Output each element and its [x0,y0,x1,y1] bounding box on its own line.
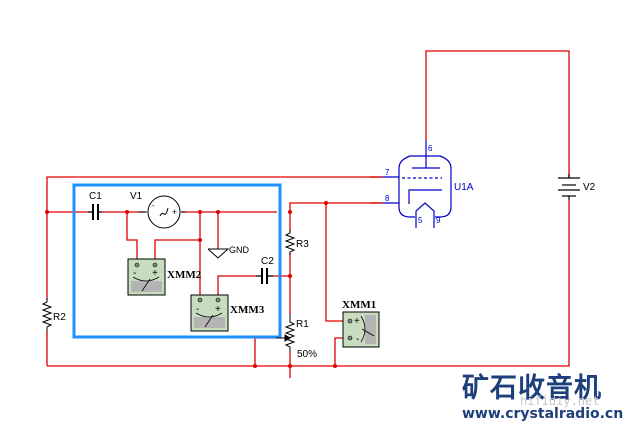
v1-label: V1 [130,191,143,202]
u1a-pin-7: 7 [385,168,390,177]
highlight-box [72,183,282,339]
r1-label: R1 [296,319,309,330]
capacitor-c1[interactable] [88,204,102,220]
ground-symbol [207,248,230,259]
potentiometer-r1[interactable] [276,314,296,352]
wire-xmm3-plus[interactable] [217,275,256,295]
watermark-url: www.crystalradio.cn [462,406,623,422]
wire-r1-wiper[interactable] [254,337,276,366]
ac-source-v1[interactable] [138,195,186,229]
u1a-pin-8: 8 [385,194,390,203]
u1a-pin-9: 9 [436,216,441,225]
c1-label: C1 [89,191,102,202]
v1-plus: + [172,207,177,217]
xmm1-plus: + [354,316,360,327]
wire-xmm1-minus[interactable] [334,337,345,366]
wire-grid-to-left[interactable] [46,176,382,300]
watermark-title: 矿石收音机 [462,372,602,404]
wire-anode-to-v2[interactable] [425,50,570,178]
wire-v2-to-bottom-rail[interactable] [47,200,570,367]
watermark-subtitle: hifidiy.net [520,394,599,408]
vacuum-tube-u1a[interactable] [382,140,452,228]
wire-xmm2-minus[interactable] [126,212,138,263]
xmm2-plus: + [152,268,158,279]
multimeter-xmm2[interactable] [127,258,166,296]
wire-cathode-to-r3[interactable] [289,202,382,232]
multimeter-xmm3[interactable] [190,294,229,332]
u1a-pin-6: 6 [428,144,433,153]
resistor-r3[interactable] [284,230,296,255]
wire-pin-stubs [370,176,382,204]
v1-minus: - [152,201,155,210]
xmm2-minus: - [133,268,136,279]
gnd-label: GND [229,245,250,255]
xmm1-label: XMM1 [342,299,376,311]
junctions [45,201,337,368]
wire-xmm1-plus[interactable] [325,203,345,322]
v2-label: V2 [583,182,596,193]
u1a-label: U1A [454,182,474,193]
r3-label: R3 [296,239,309,250]
xmm2-label: XMM2 [167,269,202,281]
r2-label: R2 [53,312,66,323]
battery-v2[interactable] [558,174,580,200]
xmm3-minus: - [196,304,199,315]
capacitor-c2[interactable] [256,268,273,284]
xmm3-label: XMM3 [230,304,265,316]
u1a-pin-5: 5 [418,216,423,225]
r1-setting: 50% [297,349,317,360]
multimeter-xmm1[interactable] [342,311,380,348]
c2-label: C2 [261,256,274,267]
wire-xmm2-plus[interactable] [154,239,200,263]
resistor-r2[interactable] [41,298,53,332]
xmm3-plus: + [215,304,221,315]
xmm1-minus: - [356,334,359,345]
